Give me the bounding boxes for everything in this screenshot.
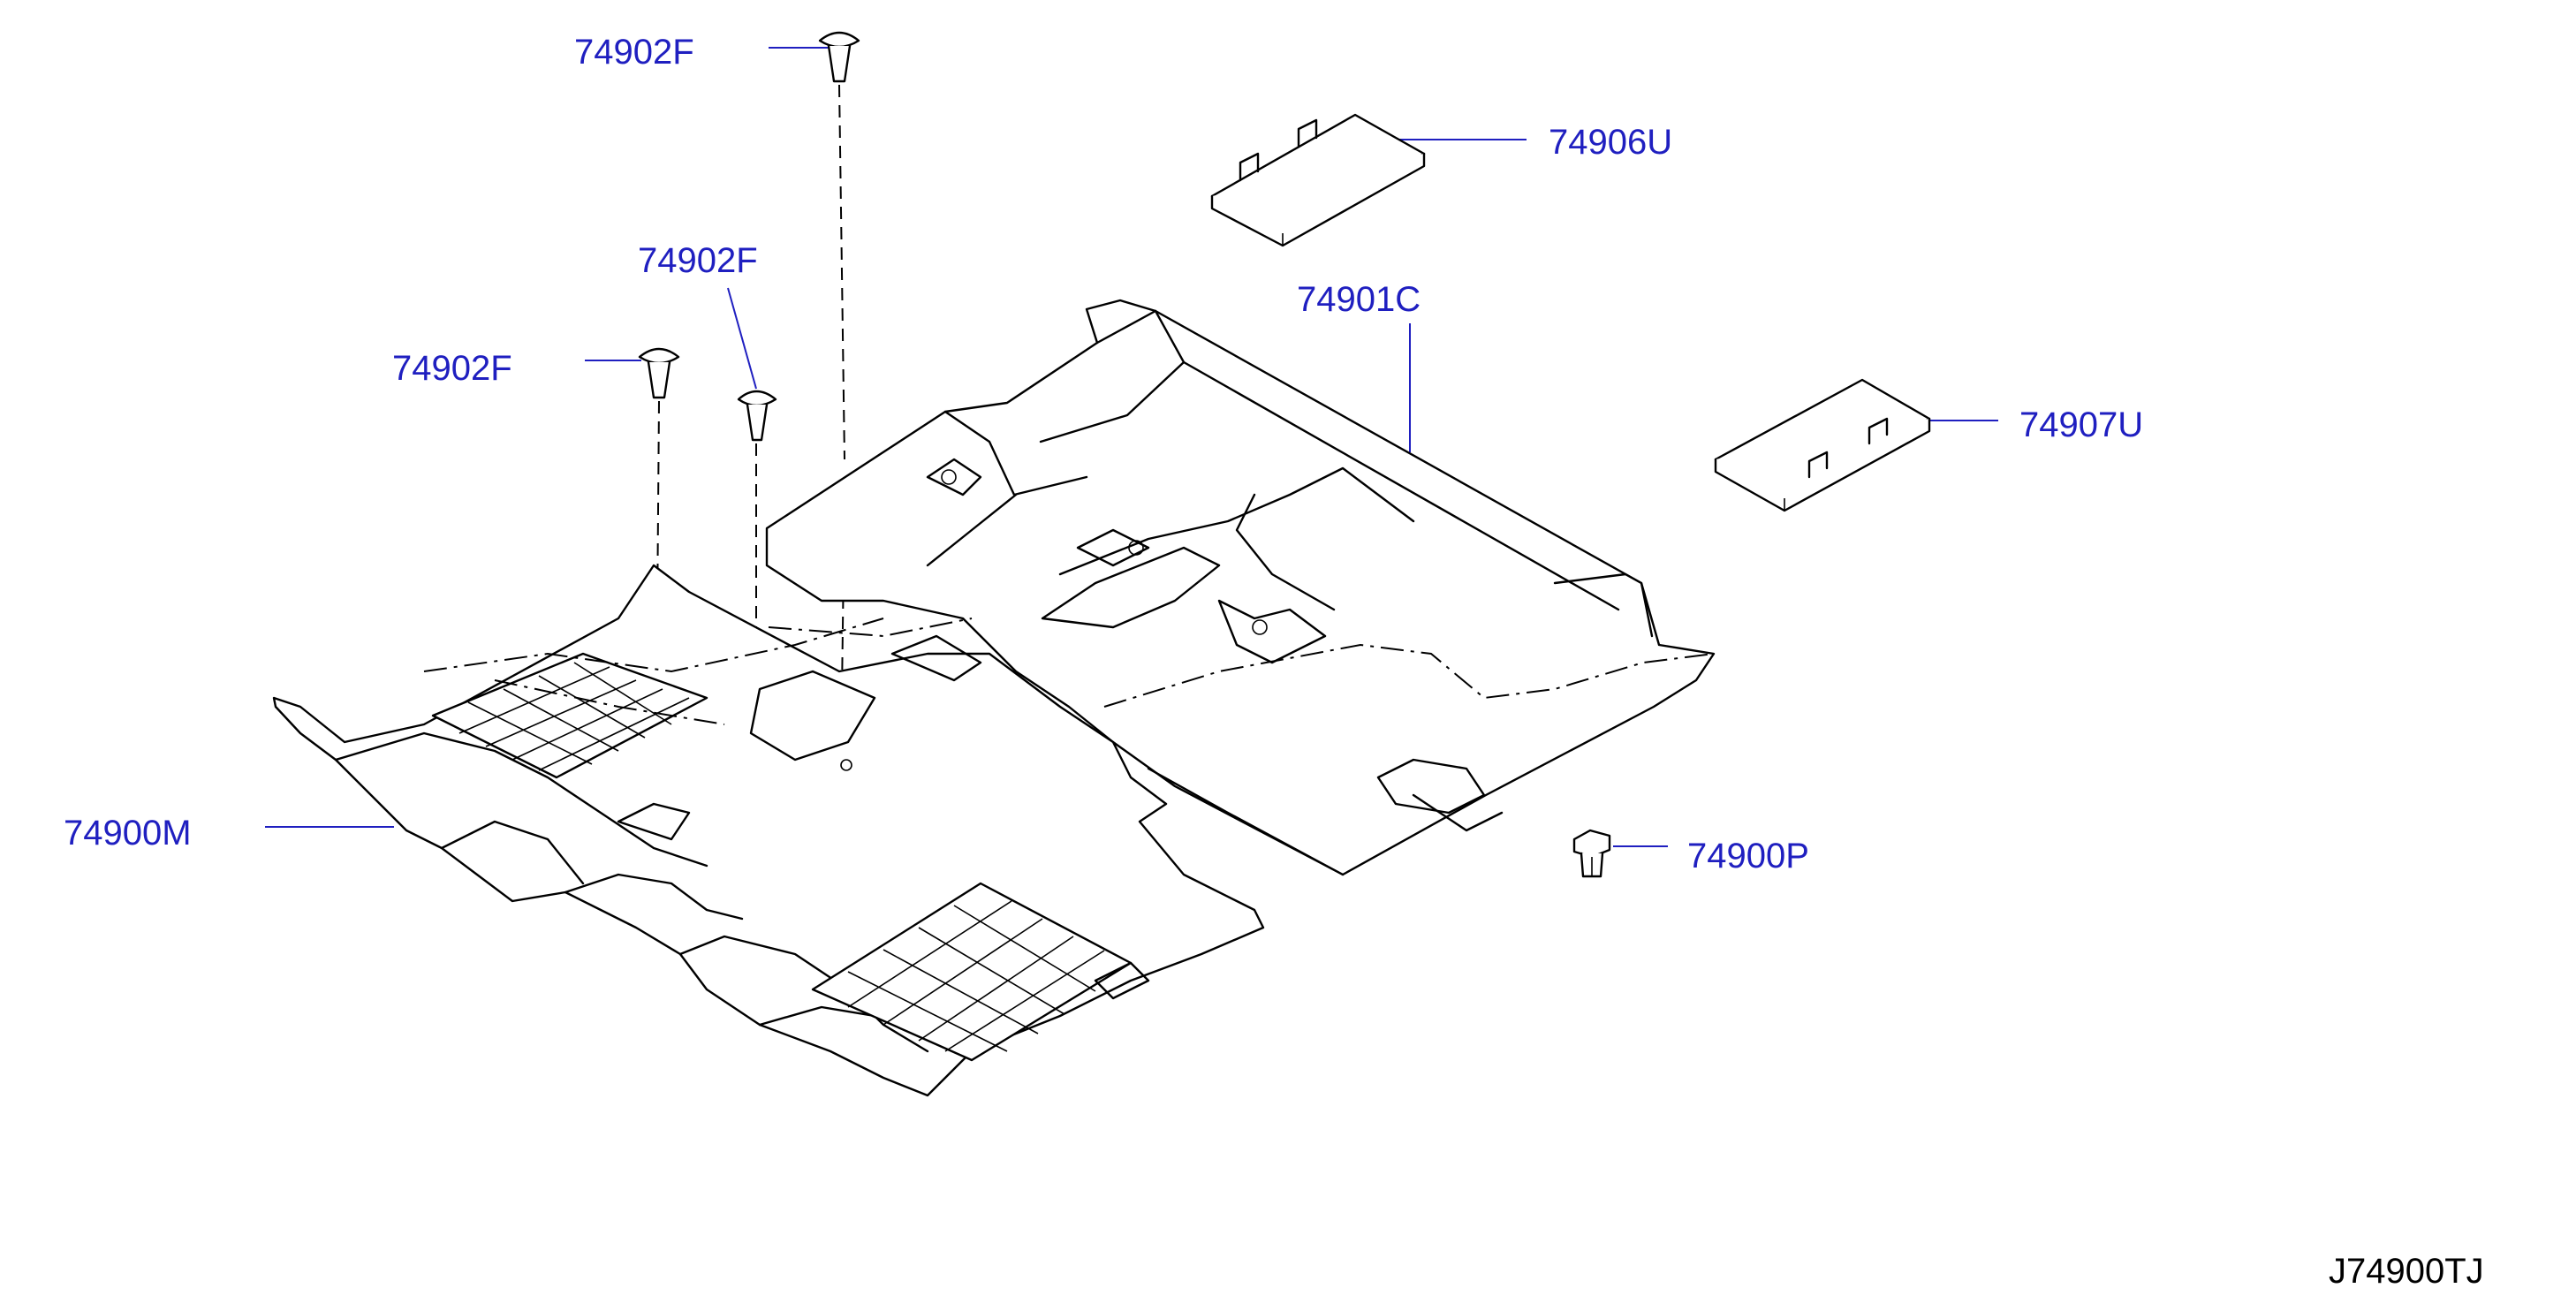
label-cover-upper[interactable]: 74906U	[1549, 123, 1672, 162]
label-clip-mid[interactable]: 74902F	[638, 241, 758, 280]
carpet-rear-drawing	[765, 299, 1716, 876]
label-clip-top[interactable]: 74902F	[574, 33, 694, 72]
label-clip-left[interactable]: 74902F	[392, 349, 512, 388]
label-carpet-rear[interactable]: 74901C	[1297, 280, 1421, 319]
cover-upper-drawing	[1210, 113, 1426, 247]
clip-top-drawing	[818, 31, 860, 761]
cover-lower-drawing	[1714, 378, 1931, 512]
label-carpet-front[interactable]: 74900M	[64, 814, 192, 853]
label-fastener[interactable]: 74900P	[1687, 837, 1809, 875]
clip-left-drawing	[638, 347, 680, 619]
label-cover-lower[interactable]: 74907U	[2019, 405, 2143, 444]
leader-lines	[265, 47, 1998, 847]
clip-mid-drawing	[737, 390, 777, 680]
diagram-reference-code: J74900TJ	[2329, 1252, 2484, 1291]
leader-clip-mid	[727, 287, 757, 390]
carpet-front-drawing	[272, 564, 1265, 1097]
front-left-mat-grid	[431, 652, 708, 779]
fastener-drawing	[1572, 829, 1611, 878]
